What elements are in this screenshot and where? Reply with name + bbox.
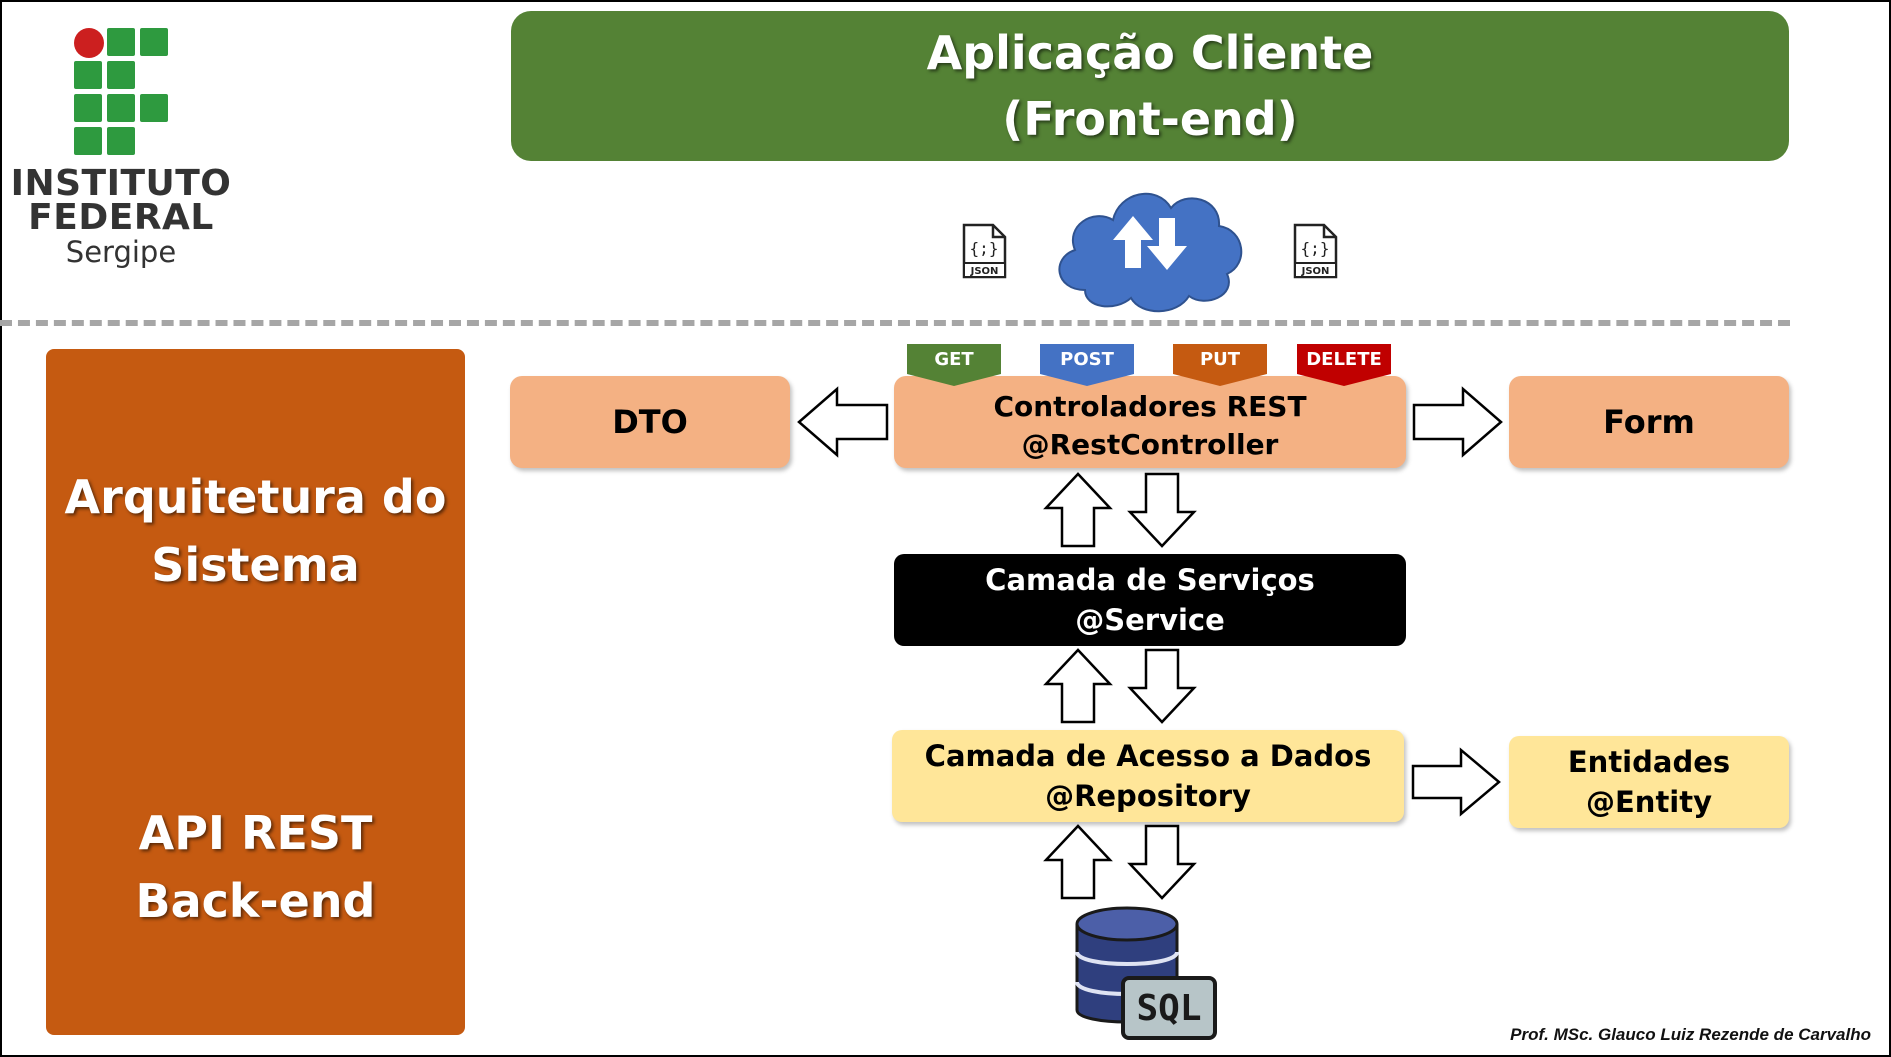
services-line2: @Service <box>1075 603 1225 637</box>
logo-square <box>107 61 135 89</box>
tag-delete-label: DELETE <box>1306 348 1382 370</box>
tag-get-tail <box>907 374 1001 386</box>
logo-line-instituto: INSTITUTO <box>10 163 232 204</box>
side-title-line1: Arquitetura do <box>64 470 447 524</box>
logo-square <box>74 94 102 122</box>
side-title-line2: Sistema <box>151 538 360 592</box>
logo-line-federal: FEDERAL <box>28 197 214 238</box>
tag-post-label: POST <box>1060 348 1114 370</box>
institute-logo: INSTITUTO FEDERAL Sergipe <box>0 20 242 280</box>
logo-square <box>140 28 168 56</box>
database-sql-label: SQL <box>1136 988 1201 1029</box>
tag-post: POST <box>1040 344 1134 374</box>
json-icon-symbol: {;} <box>1301 239 1330 258</box>
section-divider <box>0 320 1790 326</box>
tag-put: PUT <box>1173 344 1267 374</box>
tag-put-label: PUT <box>1199 348 1241 370</box>
json-icon-label: JSON <box>970 266 999 277</box>
json-file-icon: {;} JSON <box>962 223 1007 279</box>
form-label: Form <box>1603 403 1695 441</box>
dto-label: DTO <box>612 403 688 441</box>
json-file-icon: {;} JSON <box>1293 223 1338 279</box>
json-icon-symbol: {;} <box>970 239 999 258</box>
controllers-line1: Controladores REST <box>993 390 1307 423</box>
tag-delete-tail <box>1297 374 1391 386</box>
side-subtitle-line1: API REST <box>138 806 373 860</box>
tag-get-label: GET <box>934 348 974 370</box>
logo-red-dot <box>74 28 104 58</box>
services-box: Camada de Serviços @Service <box>894 554 1406 646</box>
frontend-box: Aplicação Cliente (Front-end) <box>511 11 1789 161</box>
dto-box: DTO <box>510 376 790 468</box>
tag-post-tail <box>1040 374 1134 386</box>
logo-line-sergipe: Sergipe <box>65 235 177 269</box>
logo-square <box>107 28 135 56</box>
tag-delete: DELETE <box>1297 344 1391 374</box>
author-credit: Prof. MSc. Glauco Luiz Rezende de Carval… <box>1510 1025 1871 1044</box>
logo-square <box>74 61 102 89</box>
frontend-line2: (Front-end) <box>1002 92 1298 146</box>
data-access-line2: @Repository <box>1045 779 1251 813</box>
logo-square <box>107 127 135 155</box>
tag-get: GET <box>907 344 1001 374</box>
tag-put-tail <box>1173 374 1267 386</box>
json-icon-label: JSON <box>1301 266 1330 277</box>
entities-line2: @Entity <box>1585 785 1713 819</box>
cloud-icon <box>1058 192 1243 313</box>
logo-square <box>140 94 168 122</box>
form-box: Form <box>1509 376 1789 468</box>
services-line1: Camada de Serviços <box>985 563 1315 597</box>
logo-square <box>107 94 135 122</box>
database-icon: SQL <box>1075 906 1217 1040</box>
entities-box: Entidades @Entity <box>1509 736 1789 828</box>
data-access-line1: Camada de Acesso a Dados <box>924 739 1372 773</box>
controllers-box: Controladores REST @RestController <box>894 376 1406 468</box>
frontend-line1: Aplicação Cliente <box>926 26 1374 80</box>
entities-line1: Entidades <box>1567 745 1731 779</box>
logo-square <box>74 127 102 155</box>
data-access-box: Camada de Acesso a Dados @Repository <box>892 730 1404 822</box>
side-subtitle-line2: Back-end <box>135 874 376 928</box>
side-panel: Arquitetura do Sistema API REST Back-end <box>46 349 465 1035</box>
controllers-line2: @RestController <box>1021 428 1279 461</box>
